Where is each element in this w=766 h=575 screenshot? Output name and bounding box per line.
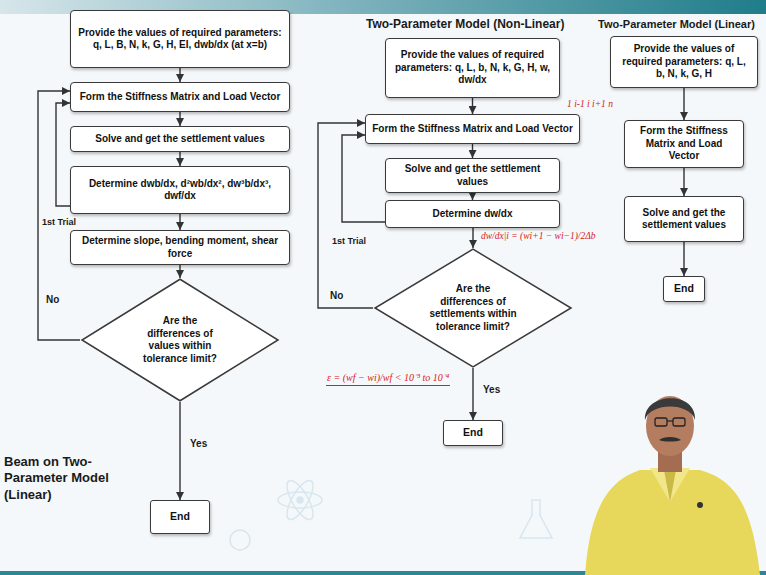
- node-text: Determine slope, bending moment, shear f…: [77, 235, 283, 260]
- edge-label: Yes: [188, 438, 209, 450]
- flow-arrow: [683, 168, 684, 197]
- presenter-video: [585, 396, 760, 575]
- feedback-arrow: [318, 123, 373, 308]
- edge-label: Yes: [481, 384, 502, 396]
- node-text: Solve and get the settlement values: [631, 207, 737, 232]
- terminal-box: End: [150, 500, 210, 534]
- node-text: Determine dw/dx: [432, 208, 512, 221]
- feedback-arrow: [342, 135, 385, 222]
- node-text: Form the Stiffness Matrix and Load Vecto…: [631, 125, 737, 163]
- section-heading: Beam on Two-Parameter Model (Linear): [4, 454, 116, 503]
- flow-arrow: [472, 228, 473, 248]
- flow-arrow: [472, 144, 473, 158]
- process-box: Solve and get the settlement values: [385, 158, 560, 193]
- edge-label: No: [328, 290, 345, 302]
- edge-label: 1st Trial: [40, 217, 78, 227]
- node-text: Provide the values of required parameter…: [617, 43, 751, 81]
- node-text: End: [170, 510, 190, 523]
- atom-watermark: [278, 477, 322, 523]
- process-box: Form the Stiffness Matrix and Load Vecto…: [624, 120, 744, 168]
- flow-arrow: [472, 193, 473, 200]
- node-text: Provide the values of required parameter…: [392, 49, 553, 87]
- flow-arrow: [179, 402, 180, 500]
- node-text: Provide the values of required parameter…: [77, 27, 283, 52]
- feedback-arrow: [56, 103, 70, 206]
- flow-arrow: [179, 112, 180, 126]
- section-heading: Two-Parameter Model (Non-Linear): [366, 17, 564, 31]
- node-text: Are the differences of settlements withi…: [373, 283, 573, 333]
- flow-arrow: [179, 214, 180, 230]
- process-box: Provide the values of required parameter…: [70, 10, 290, 68]
- handwritten-note: dw/dx|i = (wi+1 − wi−1)/2Δb: [480, 231, 597, 242]
- edge-label: No: [44, 294, 61, 306]
- flow-arrow: [683, 88, 684, 120]
- flow-arrow: [179, 265, 180, 278]
- node-text: Determine dwb/dx, d²wb/dx², dw³b/dx³, dw…: [77, 178, 283, 203]
- flask-watermark: [230, 500, 552, 550]
- process-box: Determine dwb/dx, d²wb/dx², dw³b/dx³, dw…: [70, 166, 290, 214]
- process-box: Solve and get the settlement values: [70, 126, 290, 152]
- process-box: Form the Stiffness Matrix and Load Vecto…: [365, 114, 580, 144]
- terminal-box: End: [443, 420, 503, 446]
- process-box: Form the Stiffness Matrix and Load Vecto…: [70, 82, 290, 112]
- flow-arrow: [472, 368, 473, 420]
- handwritten-note: 1 i-1 i i+1 n: [566, 99, 614, 110]
- flow-arrow: [179, 68, 180, 82]
- process-box: Determine dw/dx: [385, 200, 560, 228]
- flow-arrow: [179, 152, 180, 166]
- process-box: Determine slope, bending moment, shear f…: [70, 230, 290, 265]
- flow-arrow: [472, 98, 473, 114]
- terminal-box: End: [663, 276, 705, 302]
- process-box: Provide the values of required parameter…: [610, 36, 758, 88]
- node-text: Form the Stiffness Matrix and Load Vecto…: [80, 91, 281, 104]
- diamond-shape: [375, 249, 571, 367]
- node-text: Are the differences of values within tol…: [80, 315, 280, 365]
- section-heading: Two-Parameter Model (Linear): [598, 18, 755, 31]
- node-text: Solve and get the settlement values: [95, 133, 265, 146]
- decision-diamond: Are the differences of values within tol…: [80, 278, 280, 402]
- handwritten-note: ε = (wf − wi)/wf < 10⁻³ to 10⁻⁴: [326, 372, 450, 386]
- node-text: End: [463, 426, 483, 439]
- node-text: Form the Stiffness Matrix and Load Vecto…: [372, 123, 573, 136]
- decision-diamond: Are the differences of settlements withi…: [373, 248, 573, 368]
- node-text: Solve and get the settlement values: [392, 163, 553, 188]
- node-text: End: [674, 282, 694, 295]
- process-box: Provide the values of required parameter…: [385, 38, 560, 98]
- flow-arrow: [683, 242, 684, 276]
- process-box: Solve and get the settlement values: [624, 196, 744, 242]
- edge-label: 1st Trial: [330, 236, 368, 246]
